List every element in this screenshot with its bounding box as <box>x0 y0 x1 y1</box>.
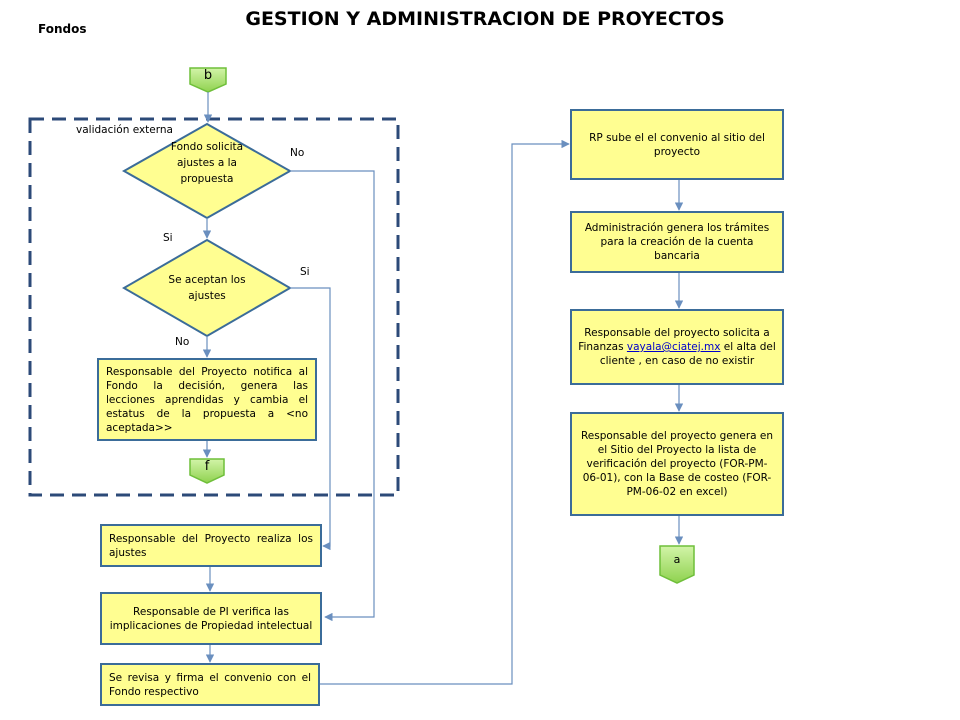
process-tramites-cuenta-text: Administración genera los trámites para … <box>584 222 770 262</box>
connector-a-shape <box>659 545 695 584</box>
connector-a[interactable]: a <box>673 553 681 566</box>
process-solicita-finanzas: Responsable del proyecto solicita a Fina… <box>570 309 784 385</box>
process-realiza-ajustes: Responsable del Proyecto realiza los aju… <box>100 524 322 567</box>
connector-b-shape <box>189 67 227 93</box>
process-sube-convenio-text: RP sube el el convenio al sitio del proy… <box>589 131 765 158</box>
edge-label-no-1: No <box>290 147 305 159</box>
process-notifica-decision: Responsable del Proyecto notifica al Fon… <box>97 358 317 441</box>
region-label: validación externa <box>76 124 173 136</box>
process-tramites-cuenta: Administración genera los trámites para … <box>570 211 784 273</box>
process-verifica-pi-text: Responsable de PI verifica las implicaci… <box>109 605 313 632</box>
process-firma-convenio: Se revisa y firma el convenio con el Fon… <box>100 663 320 706</box>
process-genera-lista-verificacion: Responsable del proyecto genera en el Si… <box>570 412 784 516</box>
decision-se-aceptan-text: Se aceptan los ajustes <box>168 274 246 302</box>
external-validation-region <box>28 117 400 497</box>
process-firma-convenio-text: Se revisa y firma el convenio con el Fon… <box>109 671 311 698</box>
connector-b[interactable]: b <box>203 68 213 83</box>
process-realiza-ajustes-text: Responsable del Proyecto realiza los aju… <box>109 532 313 559</box>
process-verifica-pi: Responsable de PI verifica las implicaci… <box>100 592 322 645</box>
edge-label-si-2: Si <box>300 266 310 278</box>
connector-f-shape <box>189 458 225 484</box>
solicita-finanzas-post: el alta del cliente , en caso de no exis… <box>599 341 776 367</box>
solicita-finanzas-pre: Responsable del proyecto solicita a Fina… <box>578 327 770 353</box>
process-sube-convenio: RP sube el el convenio al sitio del proy… <box>570 109 784 180</box>
edge-label-no-2: No <box>175 336 190 348</box>
finanzas-email-link[interactable]: vayala@ciatej.mx <box>626 341 721 353</box>
decision-fondo-solicita-text: Fondo solicita ajustes a la propuesta <box>170 141 244 185</box>
connector-f[interactable]: f <box>204 459 210 474</box>
edge-label-si-1: Si <box>163 232 173 244</box>
process-notifica-decision-text: Responsable del Proyecto notifica al Fon… <box>106 365 308 434</box>
process-solicita-finanzas-text: Responsable del proyecto solicita a Fina… <box>578 326 776 368</box>
flow-arrows <box>202 92 684 685</box>
process-genera-lista-verificacion-text: Responsable del proyecto genera en el Si… <box>580 430 774 498</box>
page-title: GESTION Y ADMINISTRACION DE PROYECTOS <box>245 8 725 30</box>
section-label: Fondos <box>38 22 87 36</box>
